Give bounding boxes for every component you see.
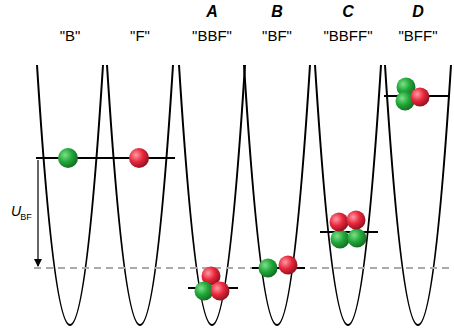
- state-name: "BF": [262, 28, 292, 43]
- panel-letter: D: [412, 4, 424, 20]
- state-name: "F": [130, 28, 150, 43]
- well-curves: [37, 65, 451, 325]
- energy-arrow: [37, 160, 38, 266]
- energy-symbol: U: [11, 204, 21, 218]
- panel-letter: C: [342, 4, 354, 20]
- energy-levels: [36, 96, 450, 288]
- state-name: "BFF": [399, 28, 438, 43]
- panel-letter: A: [206, 4, 218, 20]
- reference-level: [34, 267, 452, 269]
- panel-letter: B: [271, 4, 283, 20]
- state-name: "B": [60, 28, 81, 43]
- state-name: "BBFF": [324, 28, 373, 43]
- state-name: "BBF": [192, 28, 232, 43]
- particles: [58, 78, 430, 301]
- energy-subscript: BF: [20, 213, 32, 222]
